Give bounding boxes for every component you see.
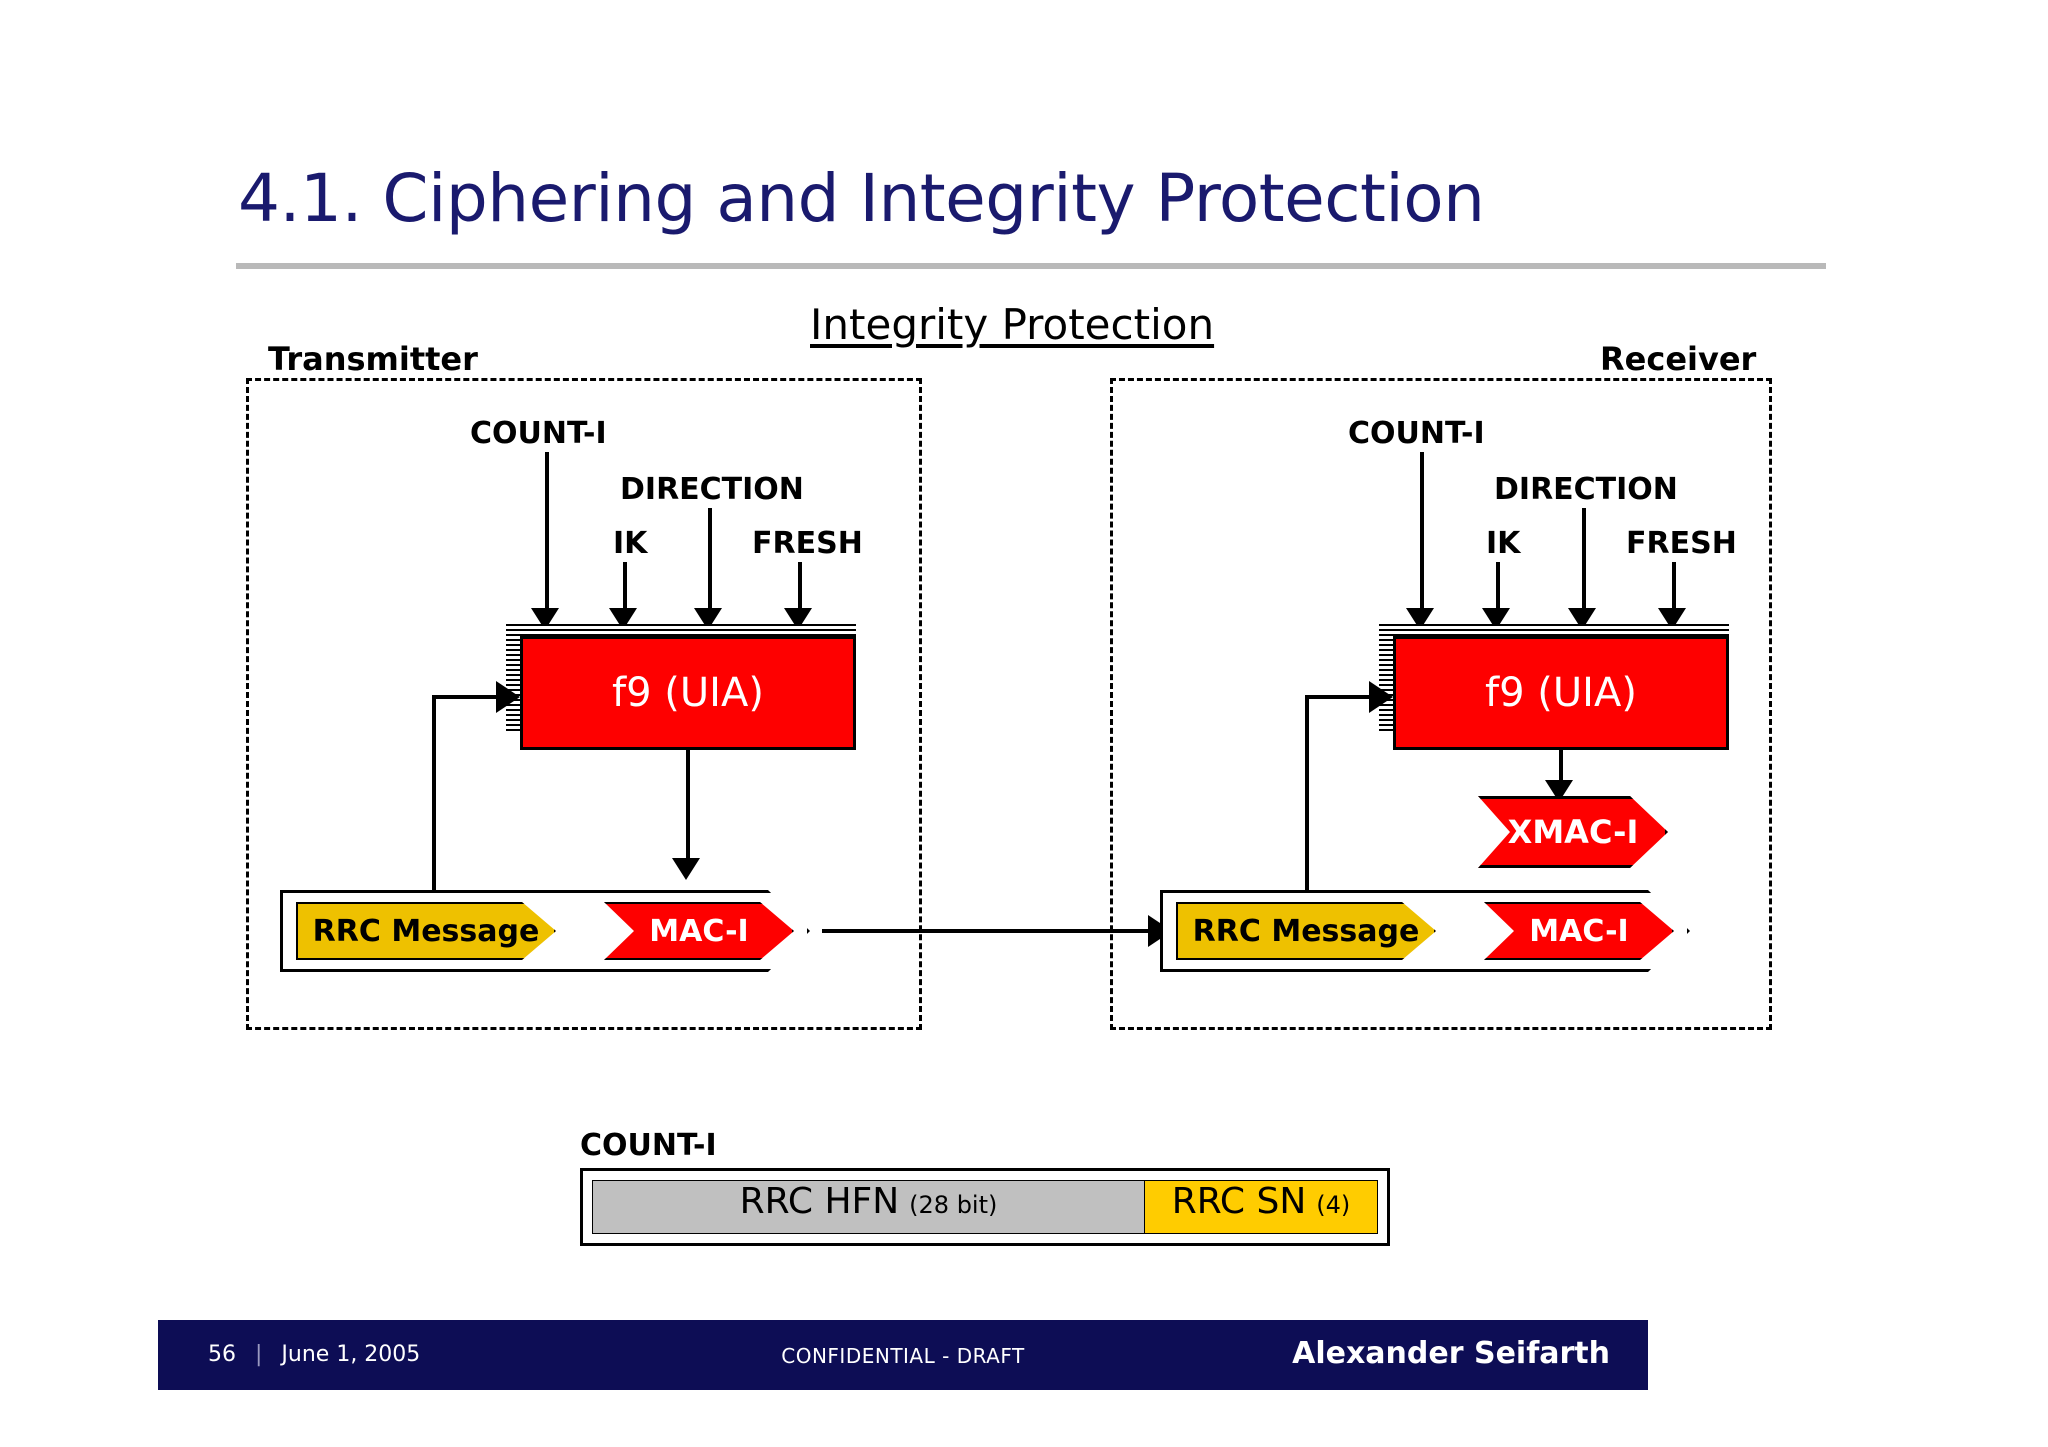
rx-label-direction: DIRECTION bbox=[1494, 472, 1678, 507]
transmitter-caption: Transmitter bbox=[268, 340, 478, 378]
tx-f9-to-mac-head bbox=[672, 858, 700, 880]
tx-arrow-fresh-line bbox=[798, 562, 802, 624]
page-title: 4.1. Ciphering and Integrity Protection bbox=[238, 160, 1485, 237]
tx-label-direction: DIRECTION bbox=[620, 472, 804, 507]
countbar-hfn-name: RRC HFN bbox=[739, 1181, 900, 1222]
rx-feedback-hline bbox=[1305, 695, 1387, 699]
tx-feedback-arrow-head bbox=[496, 681, 520, 713]
tx-f9-block: f9 (UIA) bbox=[520, 636, 856, 750]
countbar-sn-name: RRC SN bbox=[1171, 1181, 1307, 1222]
countbar-sn-size: (4) bbox=[1316, 1191, 1351, 1219]
section-heading: Integrity Protection bbox=[810, 300, 1215, 349]
tx-rrc-message-chevron: RRC Message bbox=[296, 902, 556, 960]
countbar-fields: RRC HFN (28 bit) RRC SN (4) bbox=[592, 1180, 1378, 1234]
tx-feedback-hline bbox=[432, 695, 514, 699]
footer-author: Alexander Seifarth bbox=[1292, 1336, 1610, 1371]
slide-footer: 56 | June 1, 2005 CONFIDENTIAL - DRAFT A… bbox=[158, 1320, 1648, 1390]
rx-mac-chevron: MAC-I bbox=[1484, 902, 1674, 960]
transfer-arrow-line bbox=[822, 929, 1162, 933]
tx-label-fresh: FRESH bbox=[752, 526, 863, 561]
rx-f9-to-xmac-line bbox=[1559, 750, 1563, 794]
countbar-sn-field: RRC SN (4) bbox=[1145, 1181, 1377, 1233]
rx-feedback-arrow-head bbox=[1369, 681, 1393, 713]
rx-arrow-direction-line bbox=[1582, 508, 1586, 624]
tx-feedback-vline bbox=[432, 695, 436, 931]
rx-rrc-message-chevron: RRC Message bbox=[1176, 902, 1436, 960]
rx-f9-block: f9 (UIA) bbox=[1393, 636, 1729, 750]
rx-arrow-ik-line bbox=[1496, 562, 1500, 624]
tx-arrow-count-line bbox=[545, 452, 549, 624]
tx-arrow-direction-line bbox=[708, 508, 712, 624]
tx-label-count: COUNT-I bbox=[470, 416, 607, 451]
footer-left-group: 56 | June 1, 2005 bbox=[208, 1342, 420, 1367]
receiver-panel bbox=[1110, 378, 1772, 1030]
rx-label-count: COUNT-I bbox=[1348, 416, 1485, 451]
footer-page-number: 56 bbox=[208, 1342, 236, 1367]
tx-f9-to-mac-line bbox=[686, 750, 690, 866]
footer-separator: | bbox=[255, 1342, 263, 1367]
countbar-hfn-size: (28 bit) bbox=[909, 1191, 998, 1219]
rx-label-fresh: FRESH bbox=[1626, 526, 1737, 561]
transmitter-panel bbox=[246, 378, 922, 1030]
rx-arrow-count-line bbox=[1420, 452, 1424, 624]
rx-label-ik: IK bbox=[1486, 526, 1521, 561]
countbar-hfn-field: RRC HFN (28 bit) bbox=[593, 1181, 1145, 1233]
footer-classification: CONFIDENTIAL - DRAFT bbox=[781, 1344, 1025, 1368]
tx-arrow-ik-line bbox=[623, 562, 627, 624]
rx-arrow-fresh-line bbox=[1672, 562, 1676, 624]
receiver-caption: Receiver bbox=[1600, 340, 1757, 378]
rx-feedback-vline bbox=[1305, 695, 1309, 931]
tx-mac-chevron: MAC-I bbox=[604, 902, 794, 960]
countbar-label: COUNT-I bbox=[580, 1128, 717, 1163]
title-divider bbox=[236, 263, 1826, 269]
tx-label-ik: IK bbox=[613, 526, 648, 561]
footer-date: June 1, 2005 bbox=[281, 1342, 421, 1367]
rx-xmac-chevron: XMAC-I bbox=[1478, 796, 1668, 868]
